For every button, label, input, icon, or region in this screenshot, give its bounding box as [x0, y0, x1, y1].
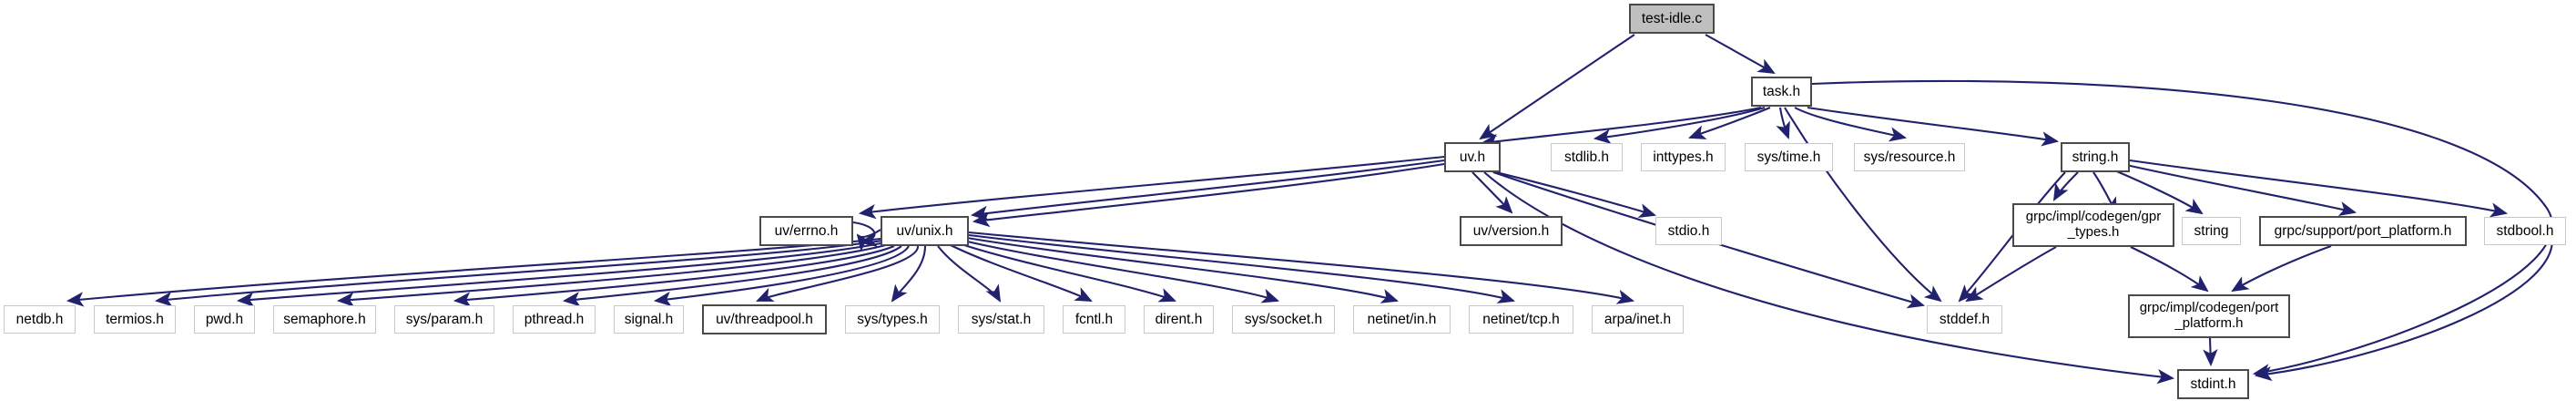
node-pthread-h[interactable]: pthread.h: [513, 305, 596, 334]
node-sys-param-h[interactable]: sys/param.h: [394, 305, 494, 334]
node-label: sys/socket.h: [1244, 311, 1323, 327]
node-label: dirent.h: [1155, 311, 1203, 327]
node-label: sys/time.h: [1756, 149, 1821, 165]
node-fcntl-h[interactable]: fcntl.h: [1063, 305, 1125, 334]
node-label: semaphore.h: [283, 311, 366, 327]
node-arpa-inet-h[interactable]: arpa/inet.h: [1592, 305, 1684, 334]
node-sys-stat-h[interactable]: sys/stat.h: [958, 305, 1044, 334]
node-sys-socket-h[interactable]: sys/socket.h: [1232, 305, 1335, 334]
node-label: sys/types.h: [857, 311, 928, 327]
node-label: stddef.h: [1939, 311, 1991, 327]
node-label: uv/threadpool.h: [716, 311, 813, 327]
node-sys-time-h[interactable]: sys/time.h: [1745, 143, 1833, 171]
node-string-h[interactable]: string.h: [2061, 142, 2130, 172]
node-task-h[interactable]: task.h: [1751, 77, 1812, 107]
node-label: test-idle.c: [1641, 10, 1703, 26]
node-pwd-h[interactable]: pwd.h: [194, 305, 255, 334]
edge-group: [66, 34, 2553, 385]
node-label: grpc/impl/codegen/port _platform.h: [2139, 300, 2279, 331]
node-label: termios.h: [106, 311, 164, 327]
node-label: grpc/impl/codegen/gpr _types.h: [2025, 209, 2162, 240]
node-stdbool-h[interactable]: stdbool.h: [2484, 217, 2566, 245]
node-label: netinet/tcp.h: [1482, 311, 1560, 327]
node-label: grpc/support/port_platform.h: [2274, 222, 2452, 239]
node-grpc-impl-codegen-port-platform-h[interactable]: grpc/impl/codegen/port _platform.h: [2128, 294, 2290, 338]
node-label: uv.h: [1459, 149, 1486, 165]
node-label: stdio.h: [1667, 222, 1710, 239]
node-stddef-h[interactable]: stddef.h: [1927, 305, 2002, 334]
node-uv-h[interactable]: uv.h: [1444, 142, 1501, 172]
node-label: arpa/inet.h: [1604, 311, 1672, 327]
node-stdint-h[interactable]: stdint.h: [2177, 369, 2249, 399]
node-inttypes-h[interactable]: inttypes.h: [1641, 143, 1726, 171]
node-signal-h[interactable]: signal.h: [614, 305, 684, 334]
node-label: inttypes.h: [1653, 149, 1714, 165]
node-label: uv/unix.h: [896, 222, 953, 239]
node-string-cpp[interactable]: string: [2182, 217, 2241, 245]
node-label: stdlib.h: [1563, 149, 1610, 165]
node-label: sys/resource.h: [1863, 149, 1956, 165]
node-sys-resource-h[interactable]: sys/resource.h: [1854, 143, 1965, 171]
node-label: uv/errno.h: [774, 222, 839, 239]
node-uv-version-h[interactable]: uv/version.h: [1460, 216, 1563, 246]
node-sys-types-h[interactable]: sys/types.h: [845, 305, 940, 334]
node-dirent-h[interactable]: dirent.h: [1144, 305, 1214, 334]
node-label: pthread.h: [524, 311, 585, 327]
node-label: fcntl.h: [1074, 311, 1114, 327]
node-uv-unix-h[interactable]: uv/unix.h: [881, 216, 969, 246]
node-label: string: [2194, 222, 2229, 239]
node-label: stdint.h: [2190, 375, 2236, 392]
node-semaphore-h[interactable]: semaphore.h: [273, 305, 376, 334]
node-label: sys/stat.h: [971, 311, 1032, 327]
node-label: signal.h: [624, 311, 674, 327]
node-label: netdb.h: [15, 311, 64, 327]
node-grpc-support-port-platform-h[interactable]: grpc/support/port_platform.h: [2259, 216, 2467, 246]
node-label: stdbool.h: [2496, 222, 2554, 239]
node-label: netinet/in.h: [1367, 311, 1437, 327]
node-netinet-tcp-h[interactable]: netinet/tcp.h: [1469, 305, 1573, 334]
node-netinet-in-h[interactable]: netinet/in.h: [1353, 305, 1451, 334]
node-netdb-h[interactable]: netdb.h: [4, 305, 76, 334]
node-uv-errno-h[interactable]: uv/errno.h: [759, 216, 853, 246]
node-label: sys/param.h: [405, 311, 484, 327]
node-uv-threadpool-h[interactable]: uv/threadpool.h: [702, 304, 827, 334]
node-stdio-h[interactable]: stdio.h: [1655, 217, 1722, 245]
node-label: pwd.h: [205, 311, 244, 327]
node-termios-h[interactable]: termios.h: [94, 305, 176, 334]
node-test-idle-c[interactable]: test-idle.c: [1629, 4, 1715, 34]
node-label: uv/version.h: [1472, 222, 1550, 239]
node-grpc-impl-codegen-gpr-types-h[interactable]: grpc/impl/codegen/gpr _types.h: [2012, 203, 2174, 247]
node-label: task.h: [1762, 83, 1801, 99]
node-stdlib-h[interactable]: stdlib.h: [1551, 143, 1623, 171]
node-label: string.h: [2072, 149, 2119, 165]
